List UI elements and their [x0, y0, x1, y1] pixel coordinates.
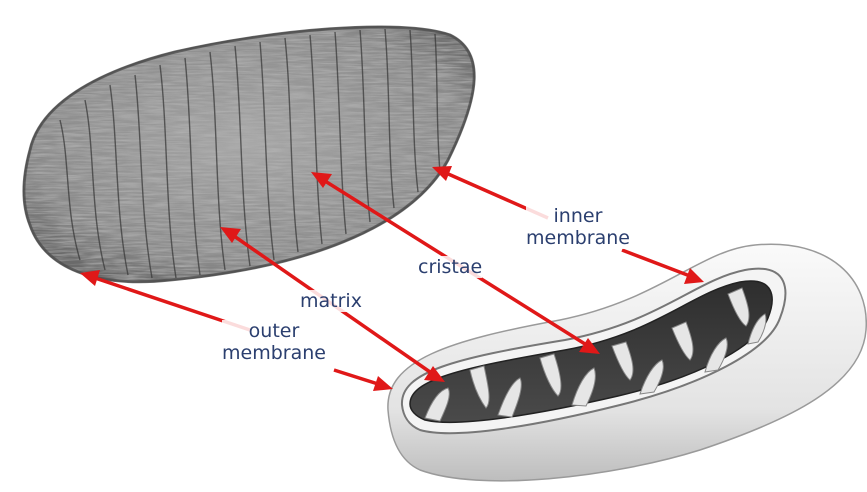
label-outer-membrane-line1: outer	[222, 320, 326, 342]
micrograph-mitochondrion	[0, 0, 500, 300]
label-cristae: cristae	[418, 256, 482, 278]
label-inner-membrane-line1: inner	[526, 205, 630, 227]
label-outer-membrane-line2: membrane	[222, 342, 326, 364]
arrow-outer-membrane-to-illustration	[334, 370, 393, 391]
label-inner-membrane-line2: membrane	[526, 227, 630, 249]
label-inner-membrane: inner membrane	[526, 205, 630, 249]
label-outer-membrane: outer membrane	[222, 320, 326, 364]
label-matrix: matrix	[300, 290, 362, 312]
label-matrix-text: matrix	[300, 290, 362, 312]
illustrated-mitochondrion	[388, 244, 866, 481]
label-cristae-text: cristae	[418, 256, 482, 278]
